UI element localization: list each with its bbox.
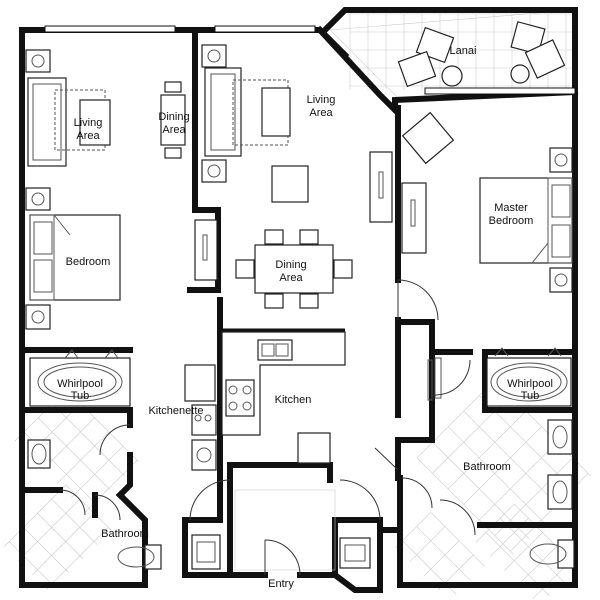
kitchenette-label: Kitchenette (148, 405, 203, 417)
right-tub-label-1: Whirlpool (507, 378, 553, 390)
left-bedroom-furniture (25, 214, 218, 330)
main-dining-label-1: Dining (275, 259, 306, 271)
left-living-furniture (25, 49, 186, 211)
master-bedroom-furniture (397, 111, 573, 321)
master-bedroom-label-2: Bedroom (489, 215, 534, 227)
left-dining-label-2: Area (162, 124, 186, 136)
main-living-label-2: Area (309, 107, 333, 119)
left-bathroom-label: Bathroom (101, 528, 149, 540)
left-living-label-1: Living (74, 117, 103, 129)
left-tub-label-1: Whirlpool (57, 378, 103, 390)
lanai-label: Lanai (450, 45, 477, 57)
right-bathroom-fixtures (374, 357, 575, 569)
kitchen-fixtures (221, 331, 346, 464)
main-living-furniture (201, 44, 393, 223)
main-living-label-1: Living (307, 94, 336, 106)
main-dining-furniture (235, 229, 353, 309)
bedroom-label: Bedroom (66, 256, 111, 268)
lanai-furniture (397, 21, 566, 88)
left-dining-label-1: Dining (158, 111, 189, 123)
main-dining-label-2: Area (279, 272, 303, 284)
entry-fixtures (189, 479, 381, 576)
left-living-label-2: Area (76, 130, 100, 142)
left-whirlpool-tub (29, 349, 131, 407)
right-whirlpool-tub (486, 347, 572, 407)
right-bathroom-label: Bathroom (463, 461, 511, 473)
kitchen-label: Kitchen (275, 394, 312, 406)
kitchenette-fixtures (184, 364, 217, 471)
right-tub-label-2: Tub (521, 390, 540, 402)
left-tub-label-2: Tub (71, 390, 90, 402)
left-bathroom-fixtures (27, 424, 162, 570)
entry-label: Entry (268, 578, 294, 590)
windows (44, 25, 576, 95)
master-bedroom-label-1: Master (494, 202, 528, 214)
room-labels: Lanai Living Area Dining Area Living Are… (57, 45, 553, 590)
